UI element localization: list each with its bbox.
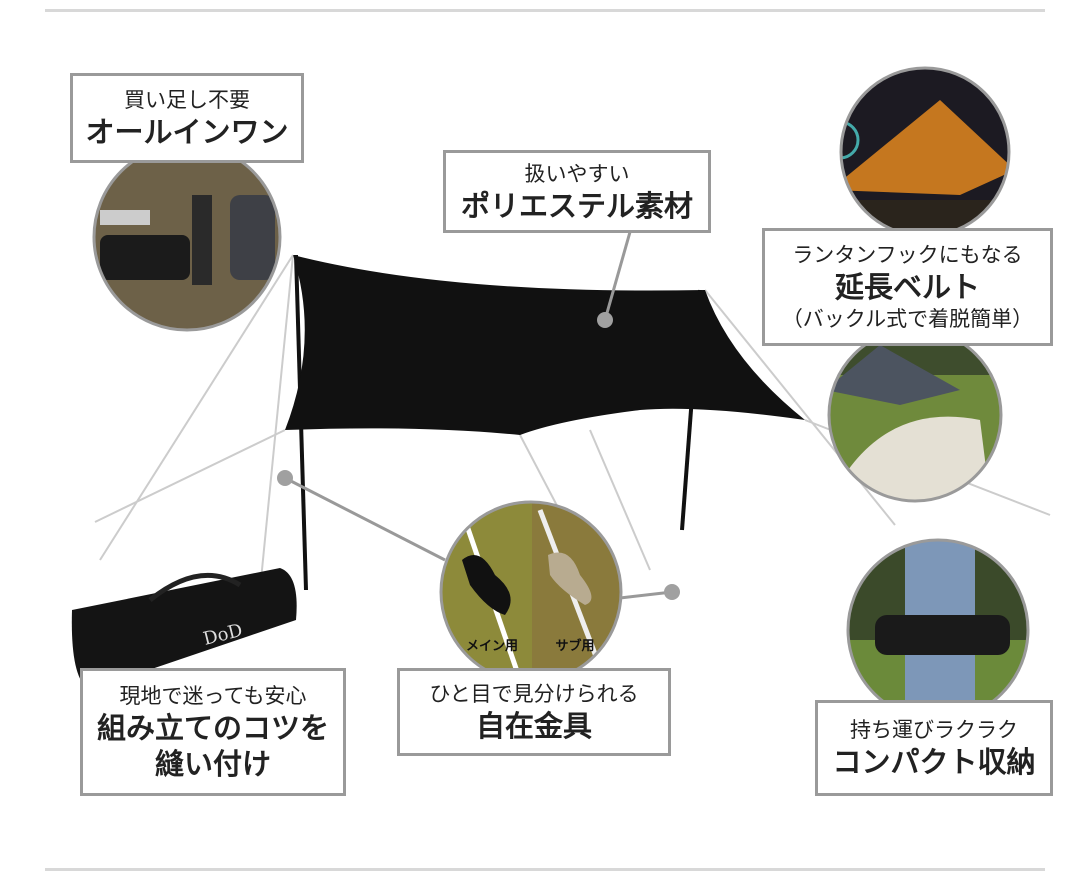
callout-title: オールインワン: [85, 115, 289, 149]
callout-title: 延長ベルト: [834, 270, 980, 304]
callout-title: 自在金具: [475, 709, 592, 743]
storage-bag: DoD: [71, 568, 297, 690]
callout-subtitle: ひと目で見分けられる: [429, 682, 639, 706]
pointer-dot-adjuster: [664, 584, 680, 600]
callout-subtitle: 持ち運びラクラク: [850, 718, 1018, 742]
night-tarp-photo: [839, 66, 1011, 238]
callout-subtitle: 扱いやすい: [524, 161, 630, 186]
adjuster-photo: メイン用 サブ用: [439, 500, 623, 684]
callout-compact: 持ち運びラクラク コンパクト収納: [815, 700, 1053, 796]
tent-belt-photo: [827, 327, 1003, 503]
callout-title: 組み立てのコツを: [96, 711, 329, 745]
callout-assembly: 現地で迷っても安心 組み立てのコツを 縫い付け: [80, 668, 346, 796]
carry-bag-photo: [846, 538, 1030, 722]
sub-adjuster-icon: [548, 552, 592, 605]
callout-all-in-one: 買い足し不要 オールインワン: [70, 73, 304, 163]
callout-subtitle: 買い足し不要: [124, 88, 250, 112]
callout-title-2: 縫い付け: [154, 747, 271, 781]
pointer-dot-assembly: [277, 470, 293, 486]
callout-note: （バックル式で着脱簡単）: [781, 307, 1034, 331]
tarp: [285, 255, 805, 435]
callout-material: 扱いやすい ポリエステル素材: [443, 150, 711, 233]
adjuster-label-sub: サブ用: [555, 638, 594, 654]
adjuster-label-main: メイン用: [466, 639, 518, 654]
callout-adjuster: ひと目で見分けられる 自在金具: [397, 668, 671, 756]
bottom-divider: [45, 868, 1045, 871]
top-divider: [45, 9, 1045, 12]
callout-title: ポリエステル素材: [460, 188, 693, 223]
callout-subtitle: ランタンフックにもなる: [792, 243, 1023, 267]
callout-title: コンパクト収納: [832, 745, 1036, 779]
callout-subtitle: 現地で迷っても安心: [119, 684, 307, 708]
pointer-dot-material: [597, 312, 613, 328]
pointers: [284, 231, 673, 600]
callout-belt: ランタンフックにもなる 延長ベルト （バックル式で着脱簡単）: [762, 228, 1053, 346]
main-adjuster-icon: [462, 555, 511, 615]
kit-contents-photo: [92, 142, 282, 332]
